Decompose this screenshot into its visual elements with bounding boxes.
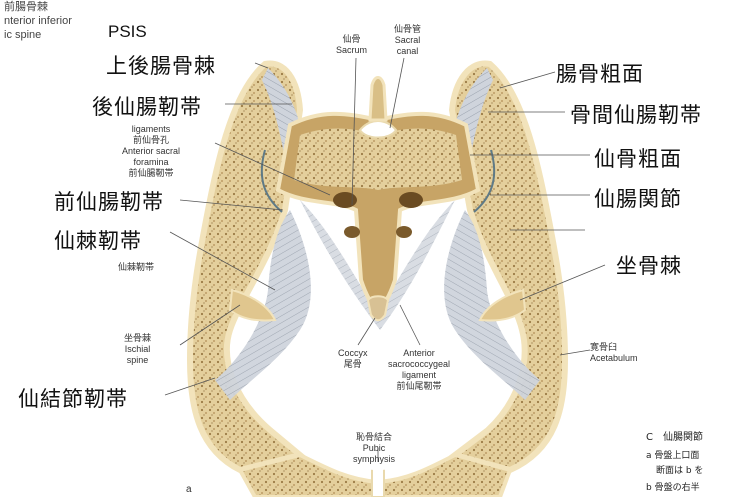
sacral-foramen-right-2 xyxy=(396,226,412,238)
label-acetabulum-small: 寛骨臼 Acetabulum xyxy=(590,342,638,364)
caption-line-a: a 骨盤上口面 xyxy=(646,448,699,461)
sacral-foramen-left-2 xyxy=(344,226,360,238)
label-sacrospinous-ligament: 仙棘靭帯 xyxy=(54,225,142,255)
asc-en-3: ligament xyxy=(388,370,450,381)
caption-line-b: b 骨盤の右半 xyxy=(646,480,700,493)
label-sacral-tuberosity: 仙骨粗面 xyxy=(594,143,682,173)
ischial-spine-en-1: Ischial xyxy=(124,344,151,355)
ischial-spine-jp: 坐骨棘 xyxy=(124,333,151,344)
label-sacrotuberous-ligament: 仙結節靭帯 xyxy=(18,383,128,413)
label-anterior-sacrococcygeal-small: Anterior sacrococcygeal ligament 前仙尾靭帯 xyxy=(388,348,450,392)
acetabulum-jp: 寛骨臼 xyxy=(590,342,638,353)
foramina-jp: 前仙骨孔 xyxy=(122,135,180,146)
caption-line-a2: 断面は b を xyxy=(656,463,703,476)
sacral-foramen-right xyxy=(399,192,423,208)
label-upper-posterior-iliac-spine: 上後腸骨棘 xyxy=(106,50,216,80)
psis-label: PSIS xyxy=(108,22,147,42)
asc-en-2: sacrococcygeal xyxy=(388,359,450,370)
pubic-symphysis-en-2: symphysis xyxy=(353,454,395,465)
label-sacral-canal-small: 仙骨管 Sacral canal xyxy=(394,24,421,57)
corner-label-anterior-inferior-iliac-spine: 前腸骨棘 nterior inferior ic spine xyxy=(4,0,72,42)
label-sacrum-small: 仙骨 Sacrum xyxy=(336,34,367,56)
panel-label-a: a xyxy=(186,484,192,495)
caption-title: C 仙腸関節 xyxy=(646,428,703,443)
label-sacrospinous-jp-small: 仙棘靭帯 xyxy=(118,262,154,273)
foramina-en-2: foramina xyxy=(122,157,180,168)
label-ischial-spine: 坐骨棘 xyxy=(616,250,682,280)
sacrum-en: Sacrum xyxy=(336,45,367,56)
label-posterior-sacroiliac-ligament: 後仙腸靭帯 xyxy=(92,91,202,121)
ischial-spine-en-2: spine xyxy=(124,355,151,366)
label-sacroiliac-joint: 仙腸関節 xyxy=(594,183,682,213)
pubic-symphysis-en-1: Pubic xyxy=(353,443,395,454)
label-coccyx-small: Coccyx 尾骨 xyxy=(338,348,368,370)
corner-line-3: ic spine xyxy=(4,28,72,42)
corner-line-1: 前腸骨棘 xyxy=(4,0,72,14)
label-iliac-tuberosity: 腸骨粗面 xyxy=(556,58,644,88)
sacral-foramen-left xyxy=(333,192,357,208)
pubic-symphysis-jp: 恥骨結合 xyxy=(353,432,395,443)
sacral-crest xyxy=(370,78,386,121)
asc-jp: 前仙尾靭帯 xyxy=(388,381,450,392)
asc-en-1: Anterior xyxy=(388,348,450,359)
label-pubic-symphysis-small: 恥骨結合 Pubic symphysis xyxy=(353,432,395,465)
sacral-canal-en-1: Sacral xyxy=(394,35,421,46)
acetabulum-en: Acetabulum xyxy=(590,353,638,364)
label-anterior-sacroiliac-ligament: 前仙腸靭帯 xyxy=(54,186,164,216)
coccyx xyxy=(368,296,388,320)
ant-si-lig-jp-small: 前仙腸靭帯 xyxy=(122,168,180,179)
coccyx-en: Coccyx xyxy=(338,348,368,359)
label-interosseous-ligament: 骨間仙腸靭帯 xyxy=(570,99,702,129)
coccyx-jp: 尾骨 xyxy=(338,359,368,370)
sacrum-jp: 仙骨 xyxy=(336,34,367,45)
corner-line-2: nterior inferior xyxy=(4,14,72,28)
sacral-canal-jp: 仙骨管 xyxy=(394,24,421,35)
ligaments-text: ligaments xyxy=(122,124,180,135)
sacral-canal-en-2: canal xyxy=(394,46,421,57)
label-anterior-sacral-foramina-small: ligaments 前仙骨孔 Anterior sacral foramina … xyxy=(122,124,180,179)
foramina-en-1: Anterior sacral xyxy=(122,146,180,157)
label-ischial-spine-small: 坐骨棘 Ischial spine xyxy=(124,333,151,366)
